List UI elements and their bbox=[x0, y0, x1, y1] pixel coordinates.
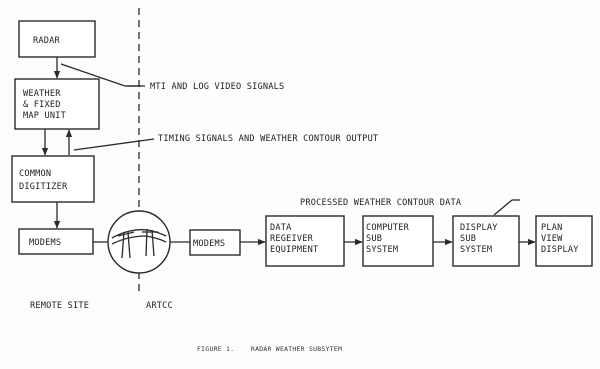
radar-box bbox=[18, 20, 96, 58]
weather-map-unit-label: WEATHER & FIXED MAP UNIT bbox=[23, 89, 66, 121]
processed-data-annotation: PROCESSED WEATHER CONTOUR DATA bbox=[300, 198, 462, 208]
modems-artcc-label: MODEMS bbox=[193, 239, 225, 249]
remote-site-label: REMOTE SITE bbox=[30, 301, 89, 311]
telephone-line-icon bbox=[107, 210, 171, 274]
timing-leader-line bbox=[73, 138, 155, 151]
plan-view-display-box bbox=[535, 215, 593, 267]
figure-caption: FIGURE 1. RADAR WEATHER SUBSYTEM bbox=[197, 345, 342, 353]
computer-subsystem-box bbox=[362, 215, 434, 267]
radar-label: RADAR bbox=[33, 36, 60, 46]
weather-map-unit-box bbox=[14, 78, 100, 130]
plan-view-display-label: PLAN VIEW DISPLAY bbox=[541, 223, 579, 255]
mti-leader-line bbox=[60, 63, 126, 87]
artcc-label: ARTCC bbox=[146, 301, 173, 311]
modems-remote-label: MODEMS bbox=[29, 238, 61, 248]
processed-leader-line bbox=[493, 199, 513, 216]
common-digitizer-label: COMMON DIGITIZER bbox=[19, 169, 68, 192]
computer-subsystem-label: COMPUTER SUB SYSTEM bbox=[366, 223, 414, 255]
timing-annotation: TIMING SIGNALS AND WEATHER CONTOUR OUTPU… bbox=[158, 134, 378, 144]
data-receiver-label: DATA REGEIVER EQUIPMENT bbox=[270, 223, 318, 255]
data-receiver-box bbox=[265, 215, 345, 267]
modems-remote-box bbox=[18, 228, 94, 255]
mti-log-annotation: MTI AND LOG VIDEO SIGNALS bbox=[150, 82, 284, 92]
common-digitizer-box bbox=[11, 155, 95, 203]
display-subsystem-box bbox=[452, 215, 520, 267]
display-subsystem-label: DISPLAY SUB SYSTEM bbox=[460, 223, 503, 255]
